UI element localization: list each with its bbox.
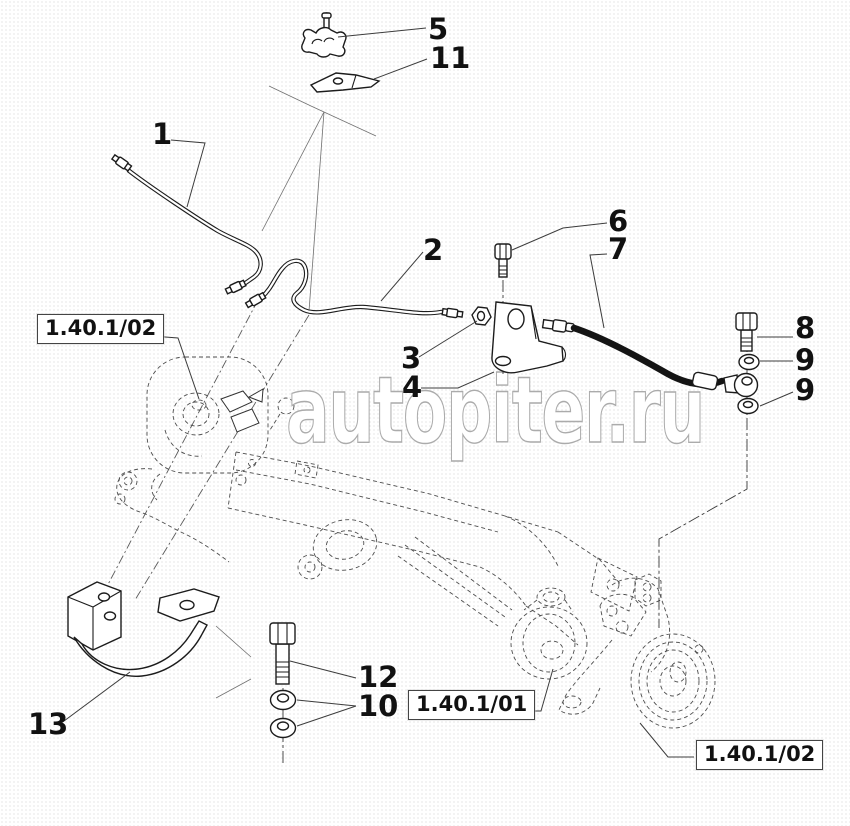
part-washer-10b <box>269 717 297 739</box>
part-bolt-8 <box>735 312 758 352</box>
ref-label-top-left: 1.40.1/02 <box>37 314 165 344</box>
ghost-axle-assembly <box>103 299 716 729</box>
part-pipe-2 <box>244 258 464 320</box>
callout-11: 11 <box>430 41 471 75</box>
callout-2: 2 <box>423 233 444 267</box>
part-washer-9a <box>738 353 760 371</box>
callout-12: 12 <box>358 660 399 694</box>
part-pipe-1 <box>110 153 263 296</box>
part-washer-10a <box>269 689 297 711</box>
part-clamp-5 <box>301 12 347 58</box>
ref-label-bottom-right: 1.40.1/02 <box>696 740 824 770</box>
part-washer-9b <box>737 397 759 415</box>
part-bolt-12 <box>269 622 296 685</box>
callout-4: 4 <box>402 370 423 404</box>
callout-10: 10 <box>358 689 399 723</box>
leader-lines <box>59 27 794 758</box>
part-nut-3 <box>471 306 492 326</box>
callout-7: 7 <box>608 232 629 266</box>
part-bracket-13 <box>67 581 220 677</box>
watermark: autopiter.ru <box>286 357 704 464</box>
ref-label-bottom-center: 1.40.1/01 <box>408 690 536 720</box>
callout-9b: 9 <box>795 373 816 407</box>
callout-8: 8 <box>795 311 816 345</box>
callout-5: 5 <box>428 12 449 46</box>
callout-13: 13 <box>28 707 69 741</box>
callout-1: 1 <box>152 117 173 151</box>
callout-3: 3 <box>401 341 422 375</box>
part-hose-7 <box>541 318 759 398</box>
part-bracket-4 <box>491 301 567 374</box>
part-plate-11 <box>309 72 381 93</box>
callout-9a: 9 <box>795 343 816 377</box>
callout-6: 6 <box>608 204 629 238</box>
part-bolt-6 <box>494 243 512 278</box>
